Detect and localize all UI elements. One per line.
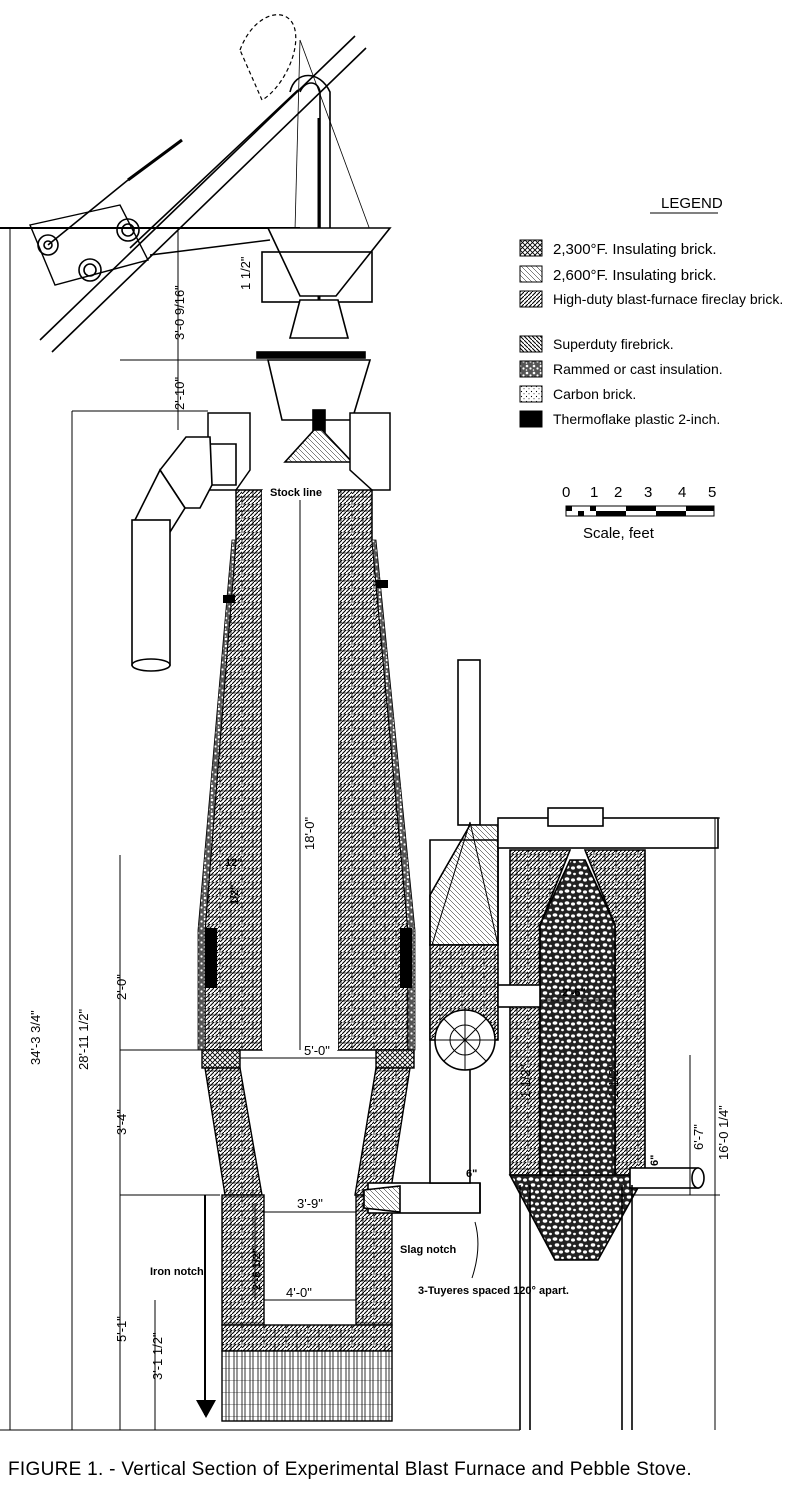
scale-bar: 0 1 2 3 4 5 Scale, feet (562, 484, 716, 542)
dim-hearth-height: 5'-1" (114, 1316, 129, 1342)
dim-lining-a: 12" (225, 857, 242, 869)
scale-tick-5: 5 (708, 484, 716, 501)
legend-swatch-6 (519, 385, 543, 403)
dim-bell-offset: 1 1/2" (238, 256, 253, 290)
dim-stove-width: 2'-6" (562, 987, 586, 999)
pebble-stove (429, 659, 719, 1430)
dim-bell-rise: 3'-0 9/16" (172, 285, 187, 340)
slag-notch-text: Slag notch (400, 1244, 457, 1256)
legend-label-1: 2,300°F. Insulating brick. (553, 241, 717, 258)
legend-title: LEGEND (661, 195, 723, 212)
dim-bosh-mid: 3'-4" (114, 1109, 129, 1135)
legend-swatch-4 (519, 335, 543, 353)
iron-notch-text: Iron notch (150, 1266, 204, 1278)
dim-hopper-drop: 2'-10" (172, 376, 187, 410)
slag-notch-label: Slag notch (400, 1244, 457, 1256)
charging-hopper (256, 118, 392, 463)
annotations: Stock line Slag notch Iron notch 3-Tuyer… (150, 487, 569, 1297)
legend-label-7: Thermoflake plastic 2-inch. (553, 411, 720, 427)
legend-label-3: High-duty blast-furnace fireclay brick. (553, 291, 783, 307)
dim-bosh-upper: 2'-0" (114, 974, 129, 1000)
dim-pipe-b: 6" (466, 1168, 477, 1180)
dim-stove-wall-right: 1 1/2" (606, 1064, 621, 1098)
dim-lining-b: 1/2" (229, 884, 241, 905)
scale-label: Scale, feet (583, 525, 655, 542)
scale-tick-3: 3 (644, 484, 652, 501)
legend-label-3-text: High-duty blast-furnace fireclay brick. (553, 291, 783, 307)
legend-label-5: Rammed or cast insulation. (553, 361, 723, 377)
legend-label-2: 2,600°F. Insulating brick. (553, 267, 717, 284)
legend-swatch-2 (519, 265, 543, 283)
dimension-lines (0, 228, 720, 1431)
legend-swatch-1 (519, 239, 543, 257)
dim-hearth-diameter: 4'-0" (286, 1285, 312, 1300)
dim-stove-height: 16'-0 1/4" (716, 1105, 731, 1160)
figure-caption: FIGURE 1. - Vertical Section of Experime… (8, 1459, 692, 1480)
iron-notch-label: Iron notch (150, 1266, 204, 1278)
scale-tick-4: 4 (678, 484, 686, 501)
scale-tick-2: 2 (614, 484, 622, 501)
legend-swatch-7 (519, 410, 543, 428)
dimension-labels: 34'-3 3/4" 28'-11 1/2" 3'-0 9/16" 1 1/2"… (28, 256, 731, 1380)
dim-stove-wall-left: 1 1/2" (518, 1064, 533, 1098)
dim-tuyere-diameter: 3'-9" (297, 1196, 323, 1211)
dim-pipe-a: 6" (649, 1155, 661, 1166)
scale-tick-0: 0 (562, 484, 570, 501)
legend: LEGEND 2,300°F. Insulating brick. 2,600°… (519, 195, 783, 428)
dim-furnace-height: 28'-11 1/2" (76, 1009, 91, 1070)
dim-stack-height: 18'-0" (302, 816, 317, 850)
scale-tick-1: 1 (590, 484, 598, 501)
dim-tuyere-drop: 2'-6 1/2" (251, 1248, 263, 1290)
tuyeres-label: 3-Tuyeres spaced 120° apart. (418, 1285, 569, 1297)
dim-stove-bed: 6'-7" (691, 1124, 706, 1150)
gas-offtake (131, 436, 237, 672)
skip-hoist (0, 14, 371, 353)
dim-hearth-inner: 3'-1 1/2" (150, 1332, 165, 1380)
legend-label-4: Superduty firebrick. (553, 336, 674, 352)
legend-swatch-3 (519, 290, 543, 308)
blast-furnace (196, 412, 416, 1422)
stock-line-label: Stock line (270, 487, 322, 499)
legend-label-6: Carbon brick. (553, 386, 636, 402)
dim-overall-height: 34'-3 3/4" (28, 1010, 43, 1065)
dim-bosh-diameter: 5'-0" (304, 1043, 330, 1058)
legend-swatch-5 (519, 360, 543, 378)
